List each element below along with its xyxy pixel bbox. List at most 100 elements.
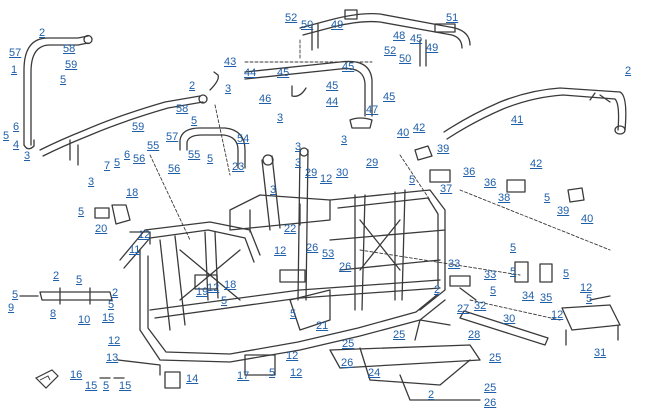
callout-43: 43 <box>224 56 237 68</box>
callout-5: 5 <box>207 153 214 165</box>
front-direction-arrow-icon <box>34 369 59 389</box>
callout-10: 10 <box>78 314 91 326</box>
callout-32: 32 <box>474 300 487 312</box>
left-roll-bar <box>23 34 93 150</box>
callout-3: 3 <box>270 184 277 196</box>
callout-2: 2 <box>428 389 435 401</box>
rear-subframe <box>329 295 621 401</box>
callout-52: 52 <box>285 12 298 24</box>
callout-18: 18 <box>126 187 139 199</box>
callout-45: 45 <box>383 91 396 103</box>
callout-2: 2 <box>189 80 196 92</box>
callout-36: 36 <box>484 177 497 189</box>
callout-55: 55 <box>147 140 160 152</box>
callout-5: 5 <box>60 74 67 86</box>
callout-12: 12 <box>551 309 564 321</box>
callout-5: 5 <box>544 192 551 204</box>
callout-48: 48 <box>393 30 406 42</box>
callout-41: 41 <box>511 114 524 126</box>
callout-25: 25 <box>393 329 406 341</box>
callout-12: 12 <box>290 367 303 379</box>
right-side-bar <box>443 87 627 140</box>
callout-2: 2 <box>53 270 60 282</box>
callout-23: 23 <box>232 161 245 173</box>
callout-12: 12 <box>274 245 287 257</box>
callout-5: 5 <box>76 274 83 286</box>
callout-33: 33 <box>448 258 461 270</box>
callout-9: 9 <box>8 302 15 314</box>
callout-3: 3 <box>24 150 31 162</box>
callout-2: 2 <box>625 65 632 77</box>
callout-3: 3 <box>277 112 284 124</box>
callout-22: 22 <box>284 223 297 235</box>
callout-15: 15 <box>119 380 132 392</box>
callout-56: 56 <box>168 163 181 175</box>
callout-4: 4 <box>13 139 20 151</box>
callout-7: 7 <box>104 160 111 172</box>
callout-3: 3 <box>88 176 95 188</box>
callout-31: 31 <box>594 347 607 359</box>
callout-51: 51 <box>446 12 459 24</box>
callout-5: 5 <box>490 285 497 297</box>
callout-13: 13 <box>106 352 119 364</box>
callout-40: 40 <box>397 127 410 139</box>
grab-bar <box>179 127 246 169</box>
callout-26: 26 <box>341 357 354 369</box>
callout-57: 57 <box>9 47 22 59</box>
callout-26: 26 <box>306 242 319 254</box>
callout-45: 45 <box>342 61 355 73</box>
callout-14: 14 <box>186 373 199 385</box>
callout-12: 12 <box>108 335 121 347</box>
callout-33: 33 <box>484 269 497 281</box>
callout-19: 19 <box>196 286 209 298</box>
callout-42: 42 <box>530 158 543 170</box>
callout-5: 5 <box>114 157 121 169</box>
callout-5: 5 <box>510 242 517 254</box>
callout-42: 42 <box>413 122 426 134</box>
callout-20: 20 <box>95 223 108 235</box>
callout-5: 5 <box>3 130 10 142</box>
callout-29: 29 <box>305 167 318 179</box>
callout-28: 28 <box>468 329 481 341</box>
callout-2: 2 <box>434 284 441 296</box>
callout-49: 49 <box>426 42 439 54</box>
left-side-bar <box>39 71 219 166</box>
callout-38: 38 <box>498 192 511 204</box>
callout-15: 15 <box>102 312 115 324</box>
callout-16: 16 <box>70 369 83 381</box>
callout-35: 35 <box>540 292 553 304</box>
callout-44: 44 <box>326 96 339 108</box>
callout-49: 49 <box>331 19 344 31</box>
callout-2: 2 <box>39 27 46 39</box>
left-brackets <box>19 204 151 305</box>
callout-5: 5 <box>191 115 198 127</box>
callout-25: 25 <box>484 382 497 394</box>
callout-45: 45 <box>326 80 339 92</box>
callout-24: 24 <box>368 367 381 379</box>
callout-5: 5 <box>221 295 228 307</box>
callout-5: 5 <box>510 266 517 278</box>
callout-15: 15 <box>85 380 98 392</box>
callout-5: 5 <box>78 206 85 218</box>
callout-45: 45 <box>277 67 290 79</box>
callout-58: 58 <box>176 103 189 115</box>
right-brackets <box>414 145 585 301</box>
callout-59: 59 <box>132 121 145 133</box>
callout-18: 18 <box>224 279 237 291</box>
callout-29: 29 <box>366 157 379 169</box>
callout-21: 21 <box>316 320 329 332</box>
callout-55: 55 <box>188 149 201 161</box>
callout-26: 26 <box>484 397 497 409</box>
callout-12: 12 <box>286 350 299 362</box>
callout-54: 54 <box>237 133 250 145</box>
callout-34: 34 <box>522 290 535 302</box>
callout-3: 3 <box>341 134 348 146</box>
callout-57: 57 <box>166 131 179 143</box>
callout-5: 5 <box>269 367 276 379</box>
callout-11: 11 <box>129 244 141 256</box>
callout-50: 50 <box>399 53 412 65</box>
callout-44: 44 <box>244 67 257 79</box>
callout-26: 26 <box>339 261 352 273</box>
callout-52: 52 <box>384 45 397 57</box>
